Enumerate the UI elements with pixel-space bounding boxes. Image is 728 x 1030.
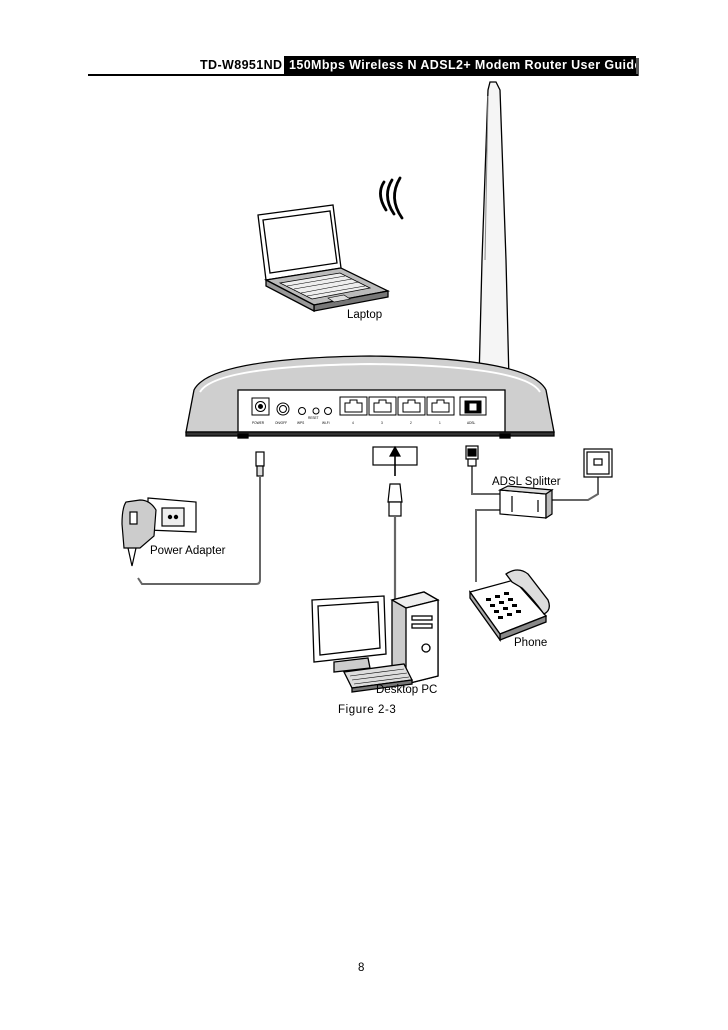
phone-wall-jack-icon xyxy=(583,448,613,478)
power-port-label: POWER xyxy=(252,421,265,425)
page-number: 8 xyxy=(358,962,365,974)
reset-label: RESET xyxy=(308,416,319,420)
lan-port-1-label: 1 xyxy=(439,421,441,425)
adsl-splitter-icon xyxy=(497,485,554,520)
lan-port-4-label: 4 xyxy=(352,421,354,425)
adsl-plug-icon xyxy=(465,445,479,467)
header-title: 150Mbps Wireless N ADSL2+ Modem Router U… xyxy=(289,58,642,72)
wps-label: WPS xyxy=(297,421,304,425)
header-title-box: 150Mbps Wireless N ADSL2+ Modem Router U… xyxy=(284,56,641,75)
desktop-pc-icon xyxy=(311,591,440,693)
ethernet-cable xyxy=(372,445,418,604)
wifi-signal-icon xyxy=(379,176,404,220)
figure-caption: Figure 2-3 xyxy=(338,704,397,716)
wifi-label: Wi-Fi xyxy=(322,421,330,425)
header-rule xyxy=(88,74,638,76)
laptop-label: Laptop xyxy=(347,309,382,321)
lan-port-3-label: 3 xyxy=(381,421,383,425)
power-adapter-icon xyxy=(121,497,197,567)
header-shadow xyxy=(636,58,639,76)
power-adapter-label: Power Adapter xyxy=(150,545,226,557)
adsl-splitter-label: ADSL Splitter xyxy=(492,476,561,488)
header-model: TD-W8951ND xyxy=(200,58,283,72)
phone-label: Phone xyxy=(514,637,547,649)
onoff-label: ON/OFF xyxy=(275,421,287,425)
router-back-panel xyxy=(251,396,487,416)
phone-line-cables xyxy=(471,466,599,582)
lan-port-2-label: 2 xyxy=(410,421,412,425)
router-panel-labels: POWER ON/OFF WPS RESET Wi-Fi 4 3 2 1 ADS… xyxy=(252,416,476,425)
adsl-port-label: ADSL xyxy=(467,421,476,425)
laptop-icon xyxy=(257,204,391,313)
phone-icon xyxy=(468,569,550,643)
power-cable xyxy=(137,451,265,585)
desktop-pc-label: Desktop PC xyxy=(376,684,437,696)
